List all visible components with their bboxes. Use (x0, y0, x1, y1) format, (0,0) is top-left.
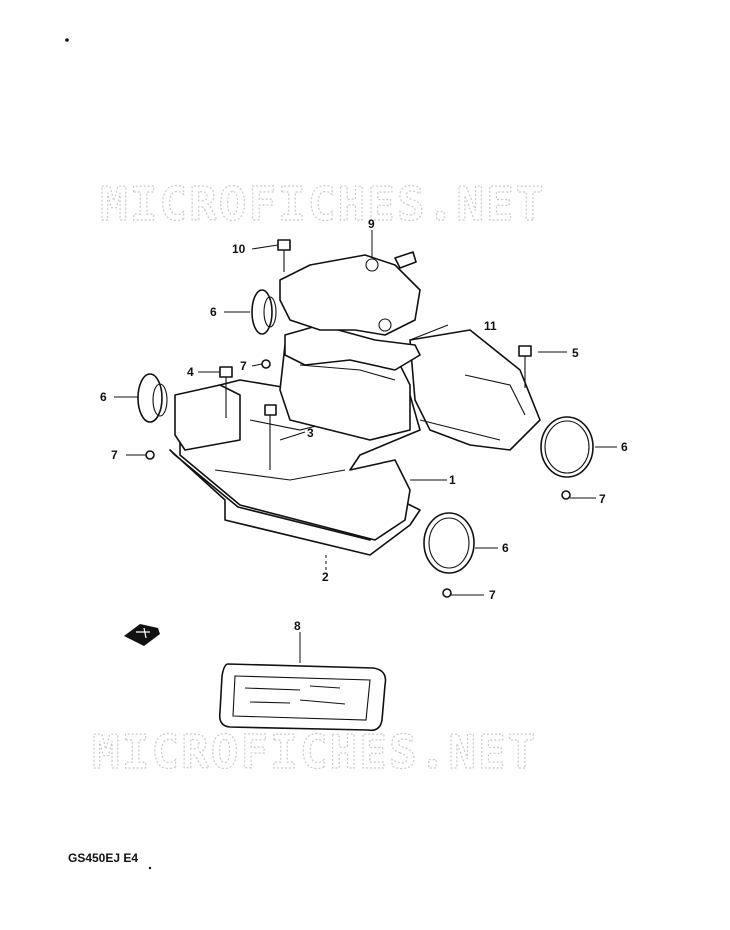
callout-6d: 6 (502, 541, 509, 555)
bolt-part-3[interactable] (264, 404, 277, 470)
model-code-label: GS450EJ E4 (68, 851, 138, 865)
decal-part-11[interactable] (218, 663, 387, 732)
callout-7a: 7 (240, 359, 247, 373)
callout-5: 5 (572, 346, 579, 360)
callout-7b: 7 (111, 448, 118, 462)
callout-1: 1 (449, 473, 456, 487)
callout-6c: 6 (621, 440, 628, 454)
callout-6a: 6 (210, 305, 217, 319)
callout-2: 2 (322, 570, 329, 584)
gasket-part-9[interactable] (284, 324, 421, 371)
watermark-top: MICROFICHES.NET (100, 177, 545, 231)
callout-7c: 7 (599, 492, 606, 506)
bolt-part-5[interactable] (518, 345, 532, 388)
callout-4: 4 (187, 365, 194, 379)
cap-part-8[interactable] (279, 254, 421, 336)
callout-3: 3 (307, 426, 314, 440)
front-direction-arrow-icon (124, 624, 160, 646)
cover-left-block[interactable] (174, 384, 241, 451)
callout-11: 8 (294, 619, 301, 633)
callout-6b: 6 (100, 390, 107, 404)
round-cap-left[interactable] (137, 373, 168, 423)
screw-part-7d[interactable] (442, 588, 452, 598)
round-cap-left-upper[interactable] (251, 289, 277, 335)
callout-10: 10 (232, 242, 246, 256)
cover-right-wing[interactable] (409, 329, 541, 451)
round-cap-lower[interactable] (423, 512, 475, 574)
watermark-bottom: MICROFICHES.NET (92, 725, 537, 779)
callout-7d: 7 (489, 588, 496, 602)
screw-part-7c[interactable] (561, 490, 571, 500)
bolt-part-10[interactable] (277, 239, 291, 272)
screw-part-7a[interactable] (261, 359, 271, 369)
screw-part-7b[interactable] (145, 450, 155, 460)
gasket-part-2[interactable] (169, 449, 421, 556)
round-cap-right[interactable] (540, 416, 594, 478)
callout-9: 11 (484, 319, 497, 333)
callout-8: 9 (368, 217, 375, 231)
